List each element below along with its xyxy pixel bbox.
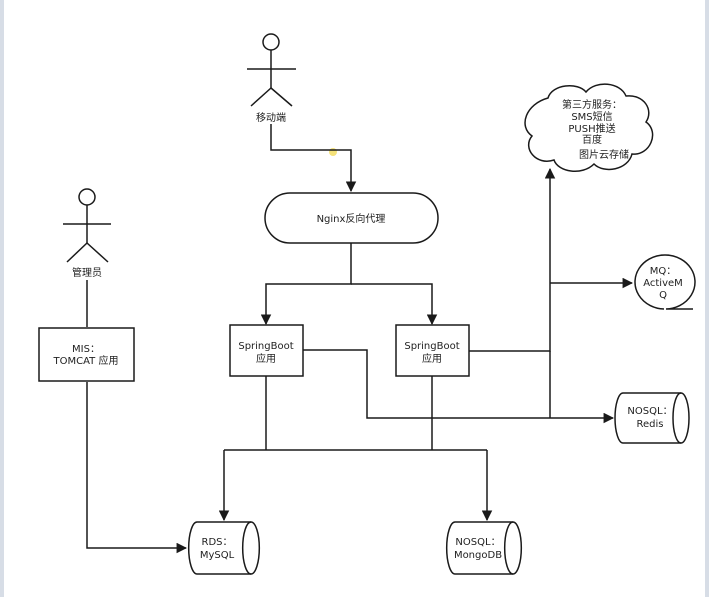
mq-line2: ActiveM <box>643 278 683 289</box>
springboot-left-line2: 应用 <box>256 352 276 365</box>
mis-line2: TOMCAT 应用 <box>53 354 119 367</box>
third-party-line4: 百度 <box>582 133 602 146</box>
springboot-left-node: SpringBoot 应用 <box>229 324 304 377</box>
admin-actor-label: 管理员 <box>72 266 102 279</box>
springboot-right-line1: SpringBoot <box>404 341 459 352</box>
redis-node: NOSQL： Redis <box>614 392 690 444</box>
admin-actor <box>63 188 111 263</box>
third-party-line1: 第三方服务： <box>562 98 622 111</box>
cursor-highlight <box>329 148 337 156</box>
third-party-cloud: 第三方服务： SMS短信 PUSH推送 百度 图片云存储 <box>524 83 654 172</box>
redis-line2: Redis <box>637 419 664 430</box>
redis-line1: NOSQL： <box>627 406 672 417</box>
mq-node: MQ： ActiveM Q <box>634 254 696 310</box>
rds-node: RDS： MySQL <box>187 521 261 575</box>
mongo-line2: MongoDB <box>454 550 502 561</box>
rds-line2: MySQL <box>200 550 235 561</box>
springboot-left-line1: SpringBoot <box>238 341 293 352</box>
mis-node: MIS： TOMCAT 应用 <box>38 327 135 382</box>
nginx-node: Nginx反向代理 <box>264 192 439 244</box>
mq-line1: MQ： <box>650 266 677 277</box>
third-party-line2: SMS短信 <box>571 110 612 123</box>
springboot-right-line2: 应用 <box>422 352 442 365</box>
mongo-line1: NOSQL： <box>455 537 500 548</box>
third-party-line5: 图片云存储 <box>579 148 629 161</box>
mq-line3: Q <box>659 290 667 301</box>
mis-line1: MIS： <box>72 344 100 355</box>
mongo-node: NOSQL： MongoDB <box>445 521 523 575</box>
connectors <box>86 124 634 554</box>
rds-line1: RDS： <box>202 537 233 548</box>
springboot-right-node: SpringBoot 应用 <box>395 324 470 377</box>
nginx-label: Nginx反向代理 <box>317 212 386 225</box>
third-party-line3: PUSH推送 <box>568 122 615 135</box>
mobile-actor <box>247 33 296 107</box>
mobile-actor-label: 移动端 <box>256 111 286 124</box>
